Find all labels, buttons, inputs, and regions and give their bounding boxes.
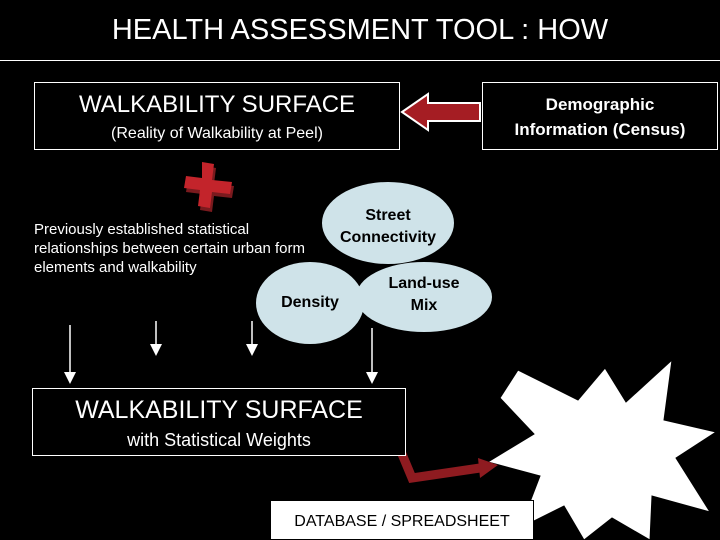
software-model-label: SOFTWARE MODEL [540, 430, 690, 478]
page-title: HEALTH ASSESSMENT TOOL : HOW [111, 14, 609, 46]
title-divider [0, 60, 720, 61]
density-label: Density [281, 294, 339, 311]
walkability-surface-heading: WALKABILITY SURFACE [78, 91, 356, 118]
software-model-line1: SOFTWARE [564, 432, 666, 452]
plus-icon [184, 162, 234, 212]
land-use-mix-line2: Mix [410, 297, 438, 314]
database-spreadsheet-label: DATABASE / SPREADSHEET [294, 513, 510, 530]
starburst-icon [486, 358, 718, 540]
demographic-line1: Demographic [545, 95, 655, 114]
weighted-walkability-heading: WALKABILITY SURFACE [75, 396, 363, 424]
demographic-info-box: Demographic Information (Census) [482, 82, 718, 150]
left-arrow-icon [400, 92, 481, 132]
software-model-line2: MODEL [582, 456, 647, 476]
elbow-arrow-icon [397, 452, 498, 483]
weighted-walkability-surface-box: WALKABILITY SURFACE with Statistical Wei… [32, 388, 406, 456]
weighted-walkability-subheading: with Statistical Weights [127, 430, 311, 450]
land-use-mix-line1: Land-use [388, 275, 460, 292]
statistical-relationships-note: Previously established statistical relat… [34, 221, 305, 276]
walkability-surface-box: WALKABILITY SURFACE (Reality of Walkabil… [34, 82, 400, 150]
street-connectivity-circle: Street Connectivity [322, 182, 454, 264]
demographic-line2: Information (Census) [514, 120, 686, 139]
walkability-surface-subheading: (Reality of Walkability at Peel) [111, 125, 323, 142]
street-connectivity-line2: Connectivity [339, 229, 436, 246]
density-circle: Density [256, 262, 364, 344]
street-connectivity-line1: Street [365, 207, 411, 224]
land-use-mix-circle: Land-use Mix [356, 262, 492, 332]
database-spreadsheet-box: DATABASE / SPREADSHEET [270, 500, 534, 540]
